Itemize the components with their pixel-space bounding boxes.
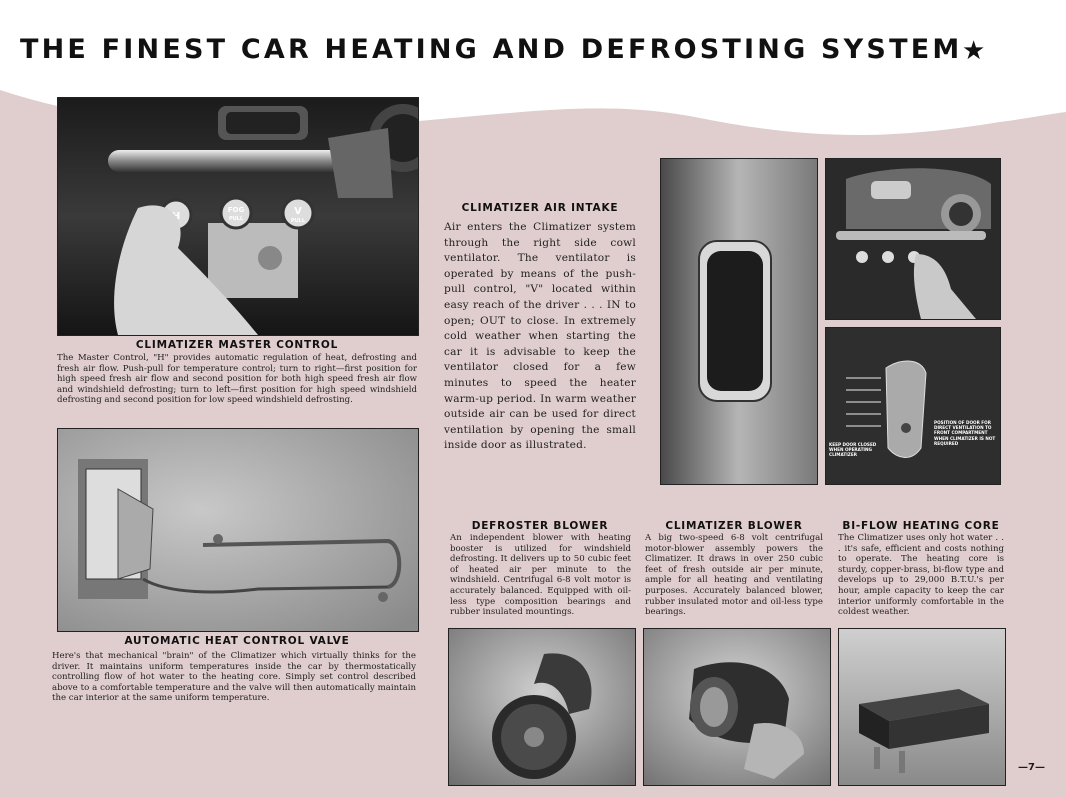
defroster-blower-photo [448,628,636,786]
knob-v-label: V [294,206,302,217]
master-control-heading: CLIMATIZER MASTER CONTROL [135,339,339,351]
star-icon: ★ [962,36,986,66]
vent-left-note: KEEP DOOR CLOSED WHEN OPERATING CLIMATIZ… [829,442,877,458]
climatizer-blower-photo [643,628,831,786]
heat-valve-photo [57,428,419,632]
knob-fog-label: FOG [228,206,245,214]
master-control-photo: FOG PULL V PULL H [57,97,419,336]
heating-core-photo [838,628,1006,786]
cowl-ventilator-photo [660,158,818,485]
knob-fog-sublabel: PULL [229,216,244,222]
vent-right-note: POSITION OF DOOR FOR DIRECT VENTILATION … [934,420,996,446]
page-title: THE FINEST CAR HEATING AND DEFROSTING SY… [20,34,963,65]
hand-icon [114,205,258,335]
defroster-blower-text: An independent blower with heating boost… [450,533,631,618]
air-intake-heading: CLIMATIZER AIR INTAKE [461,202,619,214]
knob-h-label: H [172,211,180,222]
heat-valve-text: Here's that mechanical "brain" of the Cl… [52,651,416,704]
climatizer-blower-text: A big two-speed 6-8 volt centrifugal mot… [645,533,823,618]
vent-door-diagram-photo: KEEP DOOR CLOSED WHEN OPERATING CLIMATIZ… [825,327,1001,485]
defroster-blower-heading: DEFROSTER BLOWER [471,520,609,532]
hand-icon [913,254,976,319]
knob-v-icon [281,196,315,230]
dashboard-photo [825,158,1001,320]
climatizer-blower-heading: CLIMATIZER BLOWER [665,520,803,532]
heating-core-heading: BI-FLOW HEATING CORE [842,520,1000,532]
master-control-text: The Master Control, "H" provides automat… [57,353,417,406]
knob-v-sublabel: PULL [291,218,306,224]
heat-valve-heading: AUTOMATIC HEAT CONTROL VALVE [124,635,350,647]
knob-fog-icon [219,196,253,230]
air-intake-text: Air enters the Climatizer system through… [444,221,636,452]
heating-core-text: The Climatizer uses only hot water . . .… [838,533,1004,618]
page-number: —7— [1018,762,1045,773]
